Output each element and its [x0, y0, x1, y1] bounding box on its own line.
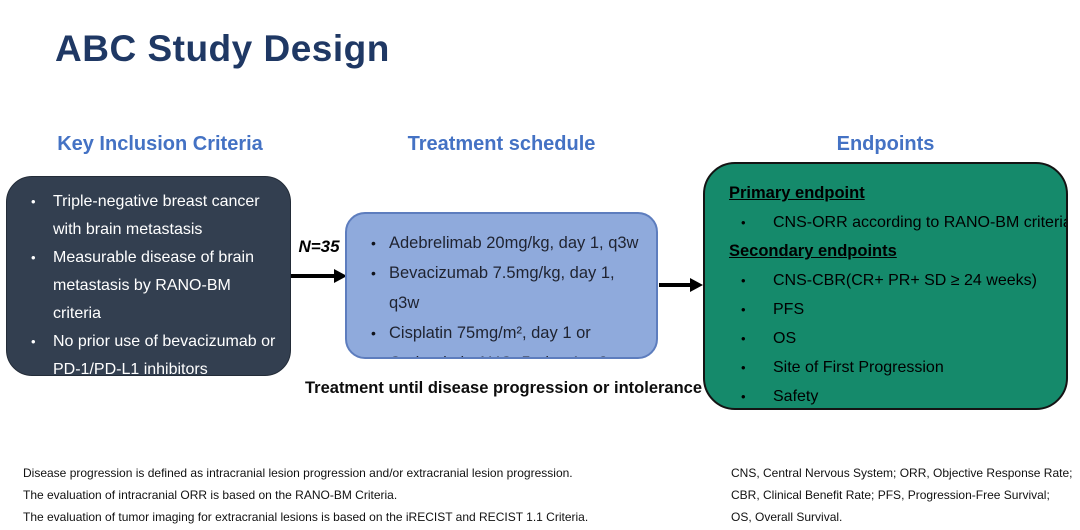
endpoints-box: Primary endpoint CNS-ORR according to RA… [703, 162, 1068, 410]
endpoint-bullet: CNS-ORR according to RANO-BM criteria [741, 208, 1066, 237]
footnote-line: The evaluation of intracranial ORR is ba… [23, 488, 398, 502]
treatment-bullet-list: Adebrelimab 20mg/kg, day 1, q3w Bevacizu… [347, 214, 656, 357]
treatment-duration-caption: Treatment until disease progression or i… [305, 379, 703, 397]
inclusion-criteria-box: Triple-negative breast cancer with brain… [6, 176, 291, 376]
endpoint-bullet: Site of First Progression [741, 353, 1054, 382]
endpoint-bullet: Safety [741, 382, 1054, 408]
footnote-abbreviations: CNS, Central Nervous System; ORR, Object… [731, 462, 1076, 528]
arrow-treatment-to-endpoints [659, 278, 703, 292]
page-title: ABC Study Design [55, 28, 390, 69]
endpoint-bullet: PFS [741, 295, 1054, 324]
treatment-bullet: Cisplatin 75mg/m², day 1 or Carboplatin … [371, 318, 648, 357]
inclusion-bullet: Triple-negative breast cancer with brain… [29, 188, 280, 244]
footnote-line: CBR, Clinical Benefit Rate; PFS, Progres… [731, 488, 1050, 502]
footnote-left: Disease progression is defined as intrac… [23, 462, 673, 528]
footnote-line: CNS, Central Nervous System; ORR, Object… [731, 466, 1073, 480]
secondary-endpoint-list: CNS-CBR(CR+ PR+ SD ≥ 24 weeks) PFS OS Si… [729, 266, 1054, 408]
secondary-endpoints-heading: Secondary endpoints [729, 242, 897, 260]
inclusion-bullet: No prior use of bevacizumab or PD-1/PD-L… [29, 328, 280, 375]
primary-endpoint-heading: Primary endpoint [729, 184, 865, 202]
endpoint-bullet: OS [741, 324, 1054, 353]
footnote-line: The evaluation of tumor imaging for extr… [23, 510, 589, 524]
footnote-line: Disease progression is defined as intrac… [23, 466, 573, 480]
inclusion-criteria-header: Key Inclusion Criteria [57, 133, 263, 155]
endpoints-header: Endpoints [836, 133, 935, 155]
inclusion-bullet-list: Triple-negative breast cancer with brain… [7, 177, 290, 375]
treatment-schedule-header: Treatment schedule [407, 133, 596, 155]
inclusion-bullet: Measurable disease of brain metastasis b… [29, 244, 280, 328]
endpoint-bullet: CNS-CBR(CR+ PR+ SD ≥ 24 weeks) [741, 266, 1054, 295]
primary-endpoint-list: CNS-ORR according to RANO-BM criteria [729, 208, 1066, 237]
arrow-inclusion-to-treatment [291, 269, 347, 283]
sample-size-label: N=35 [298, 237, 340, 256]
treatment-schedule-box: Adebrelimab 20mg/kg, day 1, q3w Bevacizu… [345, 212, 658, 359]
treatment-bullet: Bevacizumab 7.5mg/kg, day 1, q3w [371, 258, 648, 318]
treatment-bullet: Adebrelimab 20mg/kg, day 1, q3w [371, 228, 648, 258]
footnote-line: OS, Overall Survival. [731, 510, 843, 524]
